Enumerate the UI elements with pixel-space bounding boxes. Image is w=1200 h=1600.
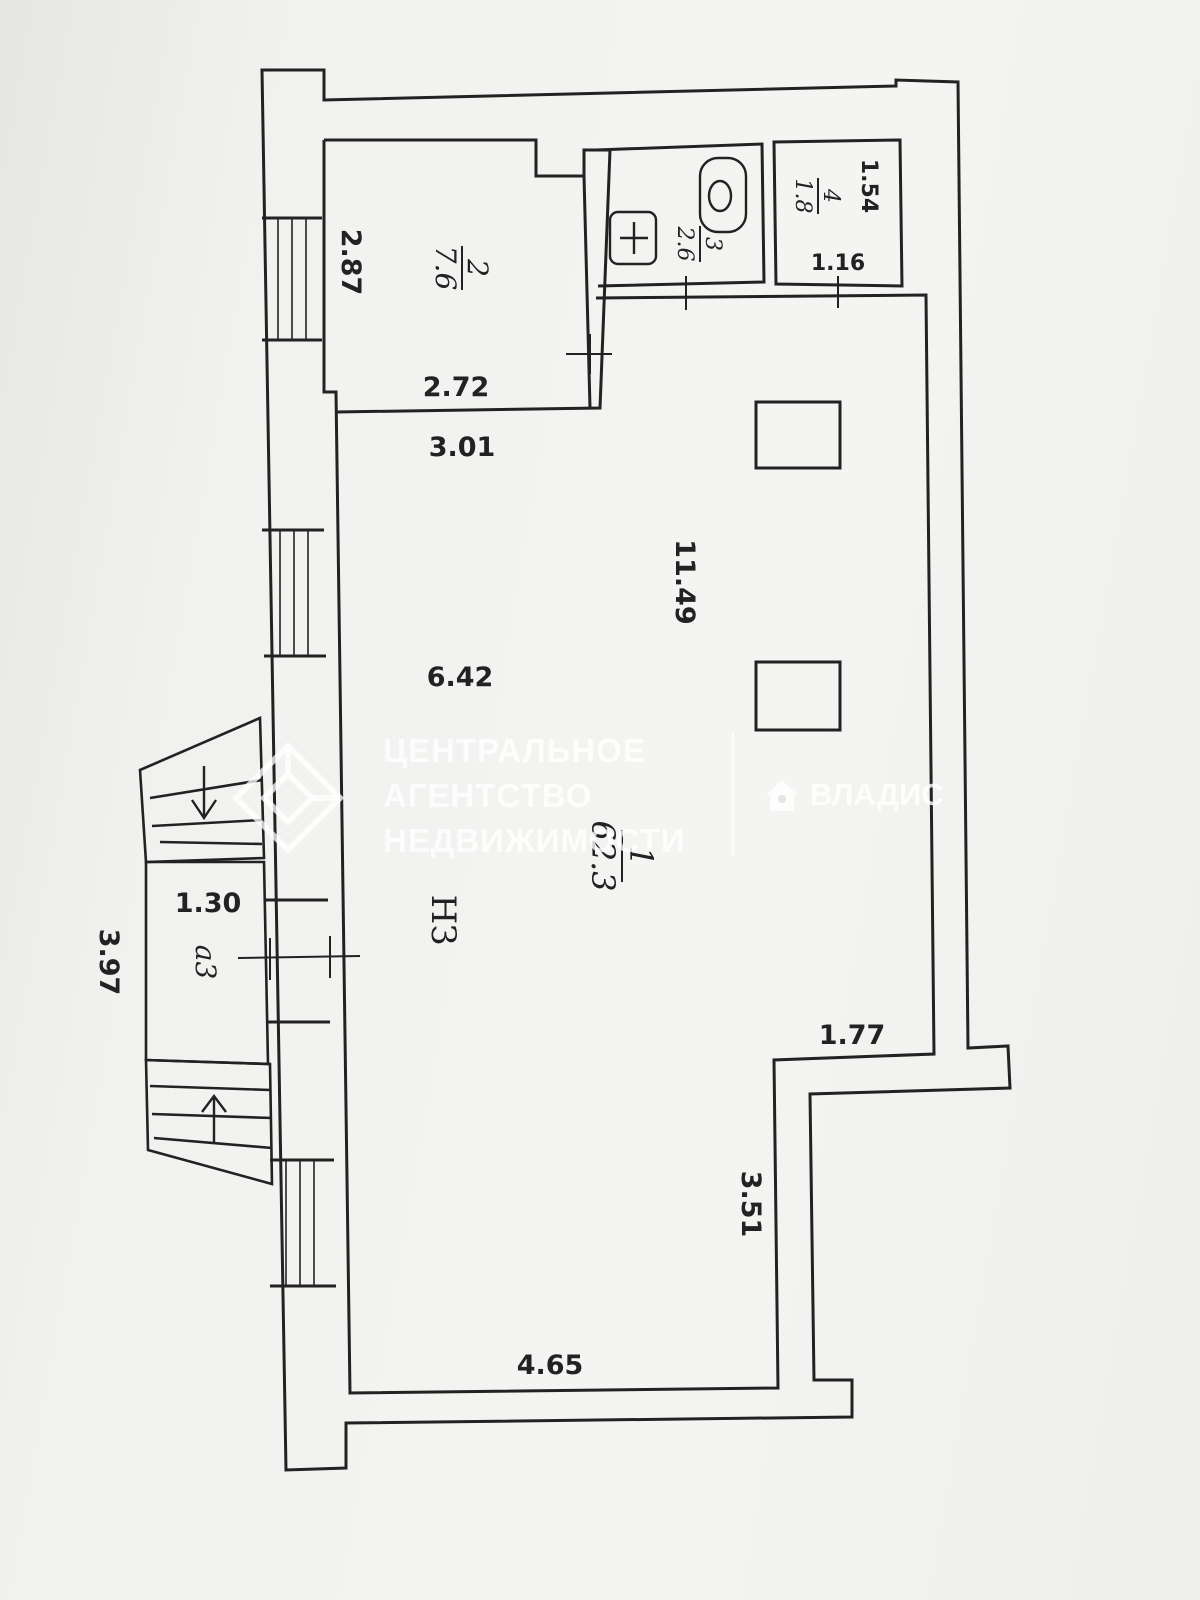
room-4-area: 1.8 xyxy=(790,179,815,214)
entrance-stairs xyxy=(138,716,274,1186)
stairs-upper xyxy=(138,716,266,864)
room-4-label: 4 1.8 xyxy=(790,178,843,214)
room-1-area: 62.3 xyxy=(584,820,622,891)
brand-watermark: ВЛАДИС xyxy=(762,775,944,815)
dim-bottom-depth: 4.65 xyxy=(517,1350,584,1381)
column-2 xyxy=(754,660,842,732)
agency-line-3: НЕДВИЖИМОСТИ xyxy=(383,822,686,859)
dim-recess-depth: 1.77 xyxy=(819,1020,886,1051)
agency-logo-watermark-icon xyxy=(231,741,345,855)
room-4-walls xyxy=(772,138,904,288)
room-4-number: 4 xyxy=(818,188,843,203)
stairs-lower xyxy=(144,1058,274,1186)
dim-hall-depth: 3.01 xyxy=(429,432,496,463)
agency-line-2: АГЕНТСТВО xyxy=(383,777,593,814)
room-1-number: 1 xyxy=(622,846,660,866)
dim-hall-length: 11.49 xyxy=(669,539,700,624)
porch-label: a3 xyxy=(189,945,222,980)
watermark-divider xyxy=(732,732,734,856)
agency-line-1: ЦЕНТРАЛЬНОЕ xyxy=(383,732,646,769)
room-2-walls xyxy=(324,138,612,414)
toilet-icon xyxy=(698,156,748,234)
room-2-number: 2 xyxy=(461,258,494,277)
room-labels: 2 7.6 3 2.6 4 1.8 1 62.3 НЗ a3 xyxy=(189,178,843,979)
outer-wall-outline xyxy=(260,68,1012,1472)
dim-room2-depth: 2.72 xyxy=(423,372,490,403)
agency-watermark-text: ЦЕНТРАЛЬНОЕ АГЕНТСТВО НЕДВИЖИМОСТИ xyxy=(383,728,686,863)
inner-wall-outline xyxy=(322,140,936,1395)
dim-room4-width: 1.54 xyxy=(856,159,881,213)
stairs-arrow-up-icon xyxy=(201,1094,227,1142)
brand-name: ВЛАДИС xyxy=(810,777,944,812)
sink-icon xyxy=(608,210,658,266)
dim-room4-depth: 1.16 xyxy=(811,251,865,276)
room-2-label: 2 7.6 xyxy=(429,246,494,291)
room-3-number: 3 xyxy=(700,237,725,251)
dim-porch-width: 1.30 xyxy=(175,888,242,919)
dim-recess-length: 3.51 xyxy=(735,1171,766,1238)
room-3-area: 2.6 xyxy=(672,226,697,262)
floor-mark: НЗ xyxy=(423,895,463,946)
room-1-label: 1 62.3 xyxy=(584,820,660,891)
house-logo-icon xyxy=(766,780,798,811)
stairs-arrow-down-icon xyxy=(191,766,217,821)
doors xyxy=(237,276,839,980)
room-3-label: 3 2.6 xyxy=(672,226,725,262)
sanitary-fixtures xyxy=(608,156,748,266)
dim-room2-width: 2.87 xyxy=(335,229,366,296)
partitions xyxy=(324,138,904,732)
room-2-area: 7.6 xyxy=(429,246,462,291)
dim-porch-length: 3.97 xyxy=(93,929,124,996)
column-1 xyxy=(754,400,842,470)
dimension-labels: 2.87 2.72 3.01 11.49 6.42 1.30 3.97 1.77… xyxy=(93,159,885,1381)
window-glazing xyxy=(277,218,315,1286)
room-3-walls xyxy=(595,142,766,288)
dim-hall-width: 6.42 xyxy=(427,662,494,693)
outer-walls xyxy=(260,68,1012,1472)
